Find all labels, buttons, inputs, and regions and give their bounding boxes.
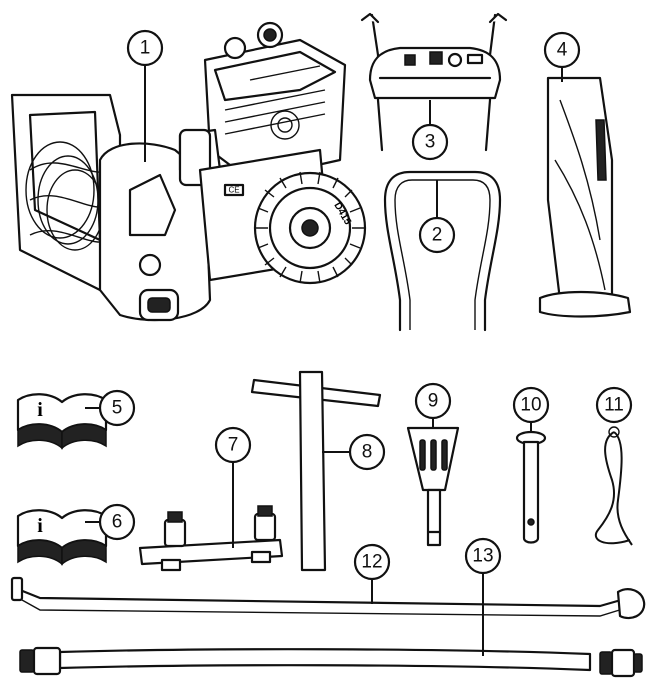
- svg-text:11: 11: [604, 395, 624, 416]
- svg-text:4: 4: [557, 40, 568, 61]
- svg-text:3: 3: [425, 132, 436, 153]
- callout-7: 7: [216, 428, 250, 462]
- svg-text:13: 13: [472, 546, 493, 567]
- svg-text:9: 9: [428, 391, 439, 412]
- control-rod: [12, 578, 644, 618]
- callout-2: 2: [420, 218, 454, 252]
- callout-1: 1: [128, 31, 162, 65]
- info-glyph: i: [37, 399, 43, 421]
- discharge-chute: [540, 68, 630, 317]
- callout-11: 11: [597, 388, 631, 422]
- svg-text:2: 2: [432, 225, 443, 246]
- callout-8: 8: [350, 435, 384, 469]
- control-cable: [20, 572, 642, 676]
- svg-text:10: 10: [520, 395, 541, 416]
- snow-thrower-unit: CE D415: [12, 23, 365, 320]
- svg-text:8: 8: [362, 442, 373, 463]
- engine-manual: i: [18, 510, 106, 564]
- callout-5: 5: [100, 391, 134, 425]
- callout-10: 10: [514, 388, 548, 422]
- callout-3: 3: [413, 125, 447, 159]
- svg-text:1: 1: [140, 38, 151, 59]
- callout-4: 4: [545, 33, 579, 67]
- svg-text:7: 7: [228, 435, 239, 456]
- clean-out-tool-clip: [408, 418, 458, 545]
- info-glyph: i: [37, 515, 43, 537]
- clevis-pin: [517, 422, 545, 543]
- svg-text:12: 12: [361, 552, 382, 573]
- svg-text:6: 6: [112, 512, 123, 533]
- callout-13: 13: [466, 539, 500, 573]
- operators-manual: i: [18, 394, 106, 448]
- engine-badge: CE: [228, 186, 239, 195]
- callout-6: 6: [100, 505, 134, 539]
- hairpin-clip: [596, 427, 632, 545]
- callout-12: 12: [355, 545, 389, 579]
- svg-text:5: 5: [112, 398, 123, 419]
- skid-shoe-bracket: [140, 462, 282, 570]
- callout-9: 9: [416, 384, 450, 418]
